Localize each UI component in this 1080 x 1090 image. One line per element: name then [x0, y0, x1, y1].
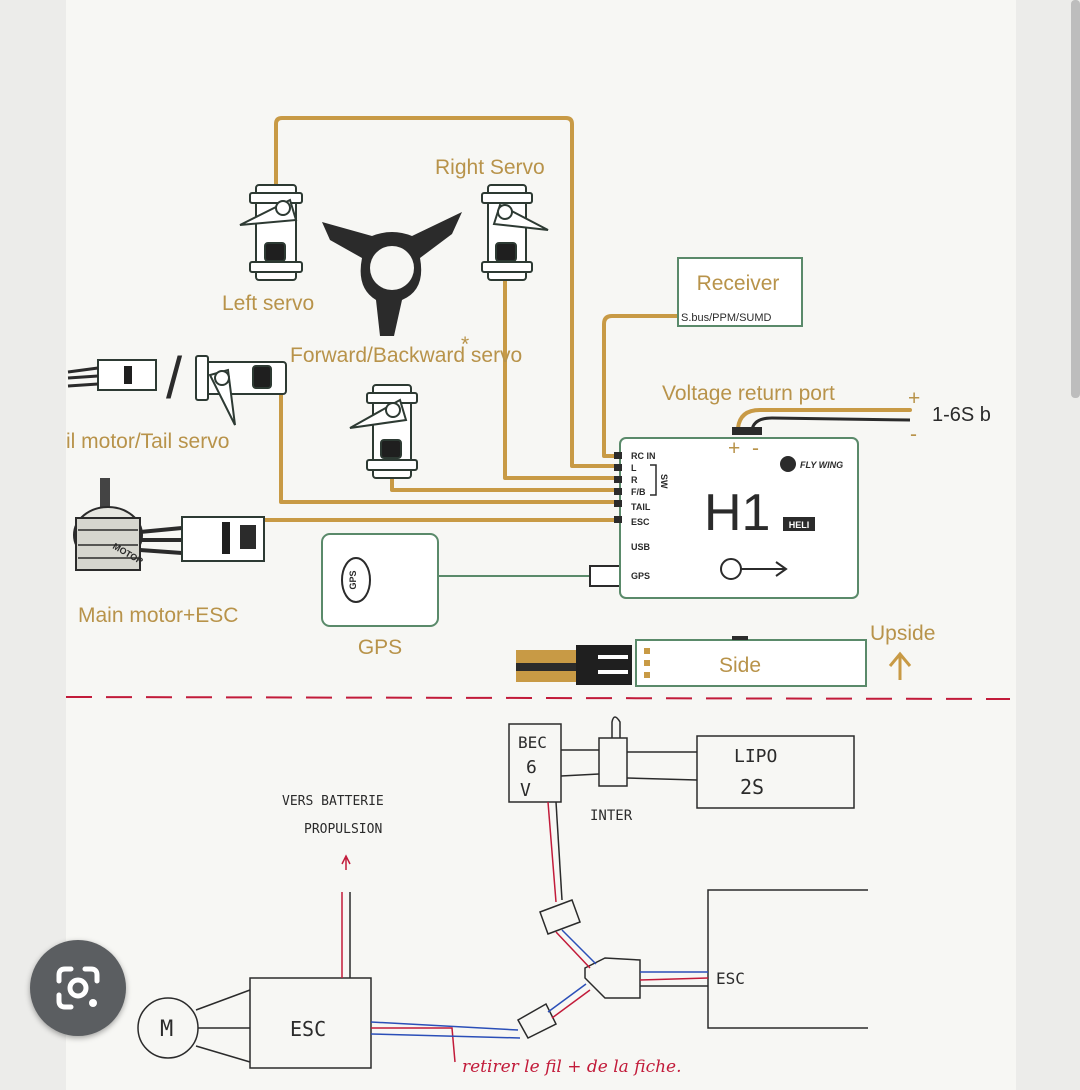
battery-label: 1-6S b: [932, 404, 991, 426]
gold-wires: [260, 116, 912, 522]
main-esc-icon: [181, 516, 265, 562]
battery-minus: -: [910, 423, 917, 446]
lipo-cells: 2S: [740, 775, 764, 799]
heli-badge: HELI: [789, 520, 810, 530]
polarity-minus: -: [752, 437, 759, 460]
left-servo-label: Left servo: [222, 292, 314, 315]
esc-right-box: [707, 889, 868, 1029]
wire-fb-servo: [390, 476, 622, 492]
gps-module: GPS: [321, 533, 621, 627]
tail-servo-icon: [195, 355, 287, 426]
lipo-label: LIPO: [734, 746, 777, 767]
pin-usb: USB: [631, 542, 651, 552]
left-servo-icon: [239, 184, 303, 281]
pin-fb: F/B: [631, 487, 646, 497]
bec-label: BEC: [518, 733, 547, 752]
slash-separator: /: [166, 346, 183, 411]
pin-l: L: [631, 463, 637, 473]
y-connector: [584, 957, 641, 999]
tail-label: il motor/Tail servo: [66, 430, 229, 453]
side-view: [516, 636, 912, 687]
gps-module-text: GPS: [348, 570, 358, 589]
switch-label: INTER: [590, 808, 633, 824]
hand-drawing: [137, 716, 868, 1069]
pin-tail: TAIL: [631, 502, 651, 512]
wire-receiver: [602, 314, 682, 458]
propulsion-label: PROPULSION: [304, 822, 382, 837]
tail-esc-icon: [67, 359, 157, 391]
model-label: H1: [704, 484, 770, 542]
asterisk-mark: *: [461, 333, 469, 356]
receiver-title: Receiver: [697, 272, 780, 295]
receiver-protocols: S.bus/PPM/SUMD: [681, 312, 772, 324]
main-motor-icon: MOTOR: [73, 478, 145, 571]
voltage-return-label: Voltage return port: [662, 382, 835, 405]
swashplate-icon: [322, 212, 462, 336]
polarity-plus: +: [728, 437, 740, 460]
upside-arrow-icon: [888, 651, 912, 680]
bec-voltage: 6: [526, 757, 537, 778]
motor-wires: [139, 526, 183, 555]
vers-batterie-label: VERS BATTERIE: [282, 794, 384, 809]
gps-label: GPS: [358, 636, 402, 659]
pin-esc: ESC: [631, 517, 650, 527]
brand-label: FLY WING: [800, 460, 843, 470]
motor-label: M: [160, 1017, 173, 1042]
right-servo-icon: [481, 184, 549, 281]
esc-left-label: ESC: [290, 1017, 326, 1041]
battery-plus: +: [908, 387, 920, 410]
upside-label: Upside: [870, 622, 935, 645]
pin-r: R: [631, 475, 638, 485]
sw-label: SW: [659, 474, 669, 489]
main-motor-label: Main motor+ESC: [78, 604, 238, 627]
pin-gps: GPS: [631, 571, 650, 581]
bec-box: [508, 723, 562, 803]
colored-wires: [341, 801, 709, 1063]
right-servo-label: Right Servo: [435, 156, 545, 179]
battery-wire-plus: [736, 408, 912, 430]
lipo-box: [696, 735, 855, 809]
section-divider: [65, 696, 1011, 700]
flywing-logo-icon: [780, 456, 796, 472]
battery-wire-minus: [750, 416, 911, 431]
bec-unit: V: [520, 780, 531, 801]
plug-top: [539, 899, 581, 935]
wire-right-servo: [503, 278, 622, 480]
scrollbar-thumb[interactable]: [1071, 0, 1080, 398]
flight-controller: RC IN L R F/B TAIL ESC USB GPS SW FLY WI…: [614, 437, 859, 599]
google-lens-icon: [56, 966, 100, 1010]
orientation-arrow-icon: [720, 558, 788, 580]
receiver-box: Receiver S.bus/PPM/SUMD: [677, 257, 803, 327]
power-connector: [732, 427, 762, 435]
fb-servo-icon: [349, 384, 418, 479]
switch-box: [598, 737, 628, 787]
fb-servo-label: Forward/Backward servo: [290, 344, 522, 367]
wire-left-servo: [274, 116, 622, 468]
wire-tail-servo: [279, 391, 622, 504]
side-label: Side: [719, 654, 761, 677]
google-lens-button[interactable]: [30, 940, 126, 1036]
plug-bottom: [516, 1002, 558, 1039]
wire-removal-note: retirer le fil + de la fiche.: [462, 1057, 682, 1077]
esc-right-label: ESC: [716, 969, 745, 988]
esc-left-box: [249, 977, 372, 1069]
pin-rc-in: RC IN: [631, 451, 656, 461]
